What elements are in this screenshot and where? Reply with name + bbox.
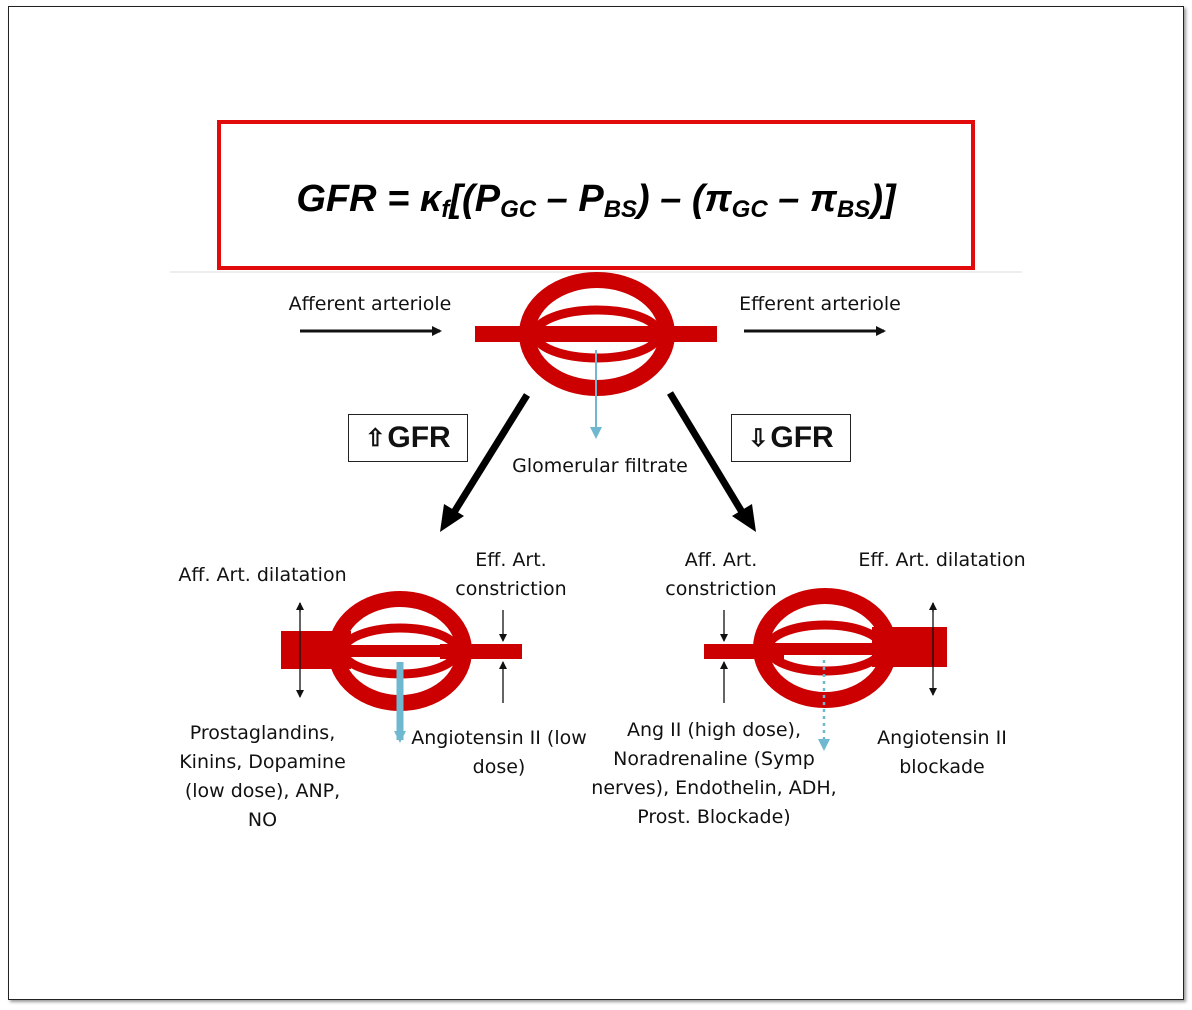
branch-arrow-decrease bbox=[667, 391, 751, 524]
efferent-arteriole-label: Efferent arteriole bbox=[739, 293, 901, 315]
aff-art-constriction-label: Aff. Art. constriction bbox=[665, 549, 777, 600]
glomerular-filtrate-label: Glomerular filtrate bbox=[512, 455, 688, 477]
increase-causes-aff-label: Prostaglandins, Kinins, Dopamine (low do… bbox=[179, 722, 346, 831]
branch-arrow-increase bbox=[445, 393, 530, 524]
afferent-arteriole-label: Afferent arteriole bbox=[288, 293, 452, 315]
branch-arrowhead-decrease bbox=[732, 504, 756, 532]
decrease-causes-aff-label: Ang II (high dose), Noradrenaline (Symp … bbox=[591, 719, 837, 828]
gfr-formula: GFR = κf[(PGC – PBS) – (πGC – πBS)] bbox=[296, 178, 896, 223]
slide-frame bbox=[8, 6, 1184, 1000]
up-outline-arrow-icon: ⇧ bbox=[365, 424, 386, 452]
decrease-gfr-box: ⇩GFR bbox=[731, 414, 851, 462]
increase-causes-eff-label: Angiotensin II (low dose) bbox=[411, 727, 587, 778]
decrease-causes-eff-label: Angiotensin II blockade bbox=[877, 727, 1007, 778]
formula-box: GFR = κf[(PGC – PBS) – (πGC – πBS)] bbox=[217, 120, 975, 270]
down-outline-arrow-icon: ⇩ bbox=[748, 424, 769, 452]
aff-art-dilatation-label: Aff. Art. dilatation bbox=[178, 564, 347, 586]
increase-gfr-box: ⇧GFR bbox=[348, 414, 468, 462]
branch-arrowhead-increase bbox=[440, 504, 464, 532]
glomerulus-decrease bbox=[704, 588, 947, 708]
eff-art-constriction-label: Eff. Art. constriction bbox=[455, 549, 567, 600]
eff-art-dilatation-label: Eff. Art. dilatation bbox=[858, 549, 1026, 571]
